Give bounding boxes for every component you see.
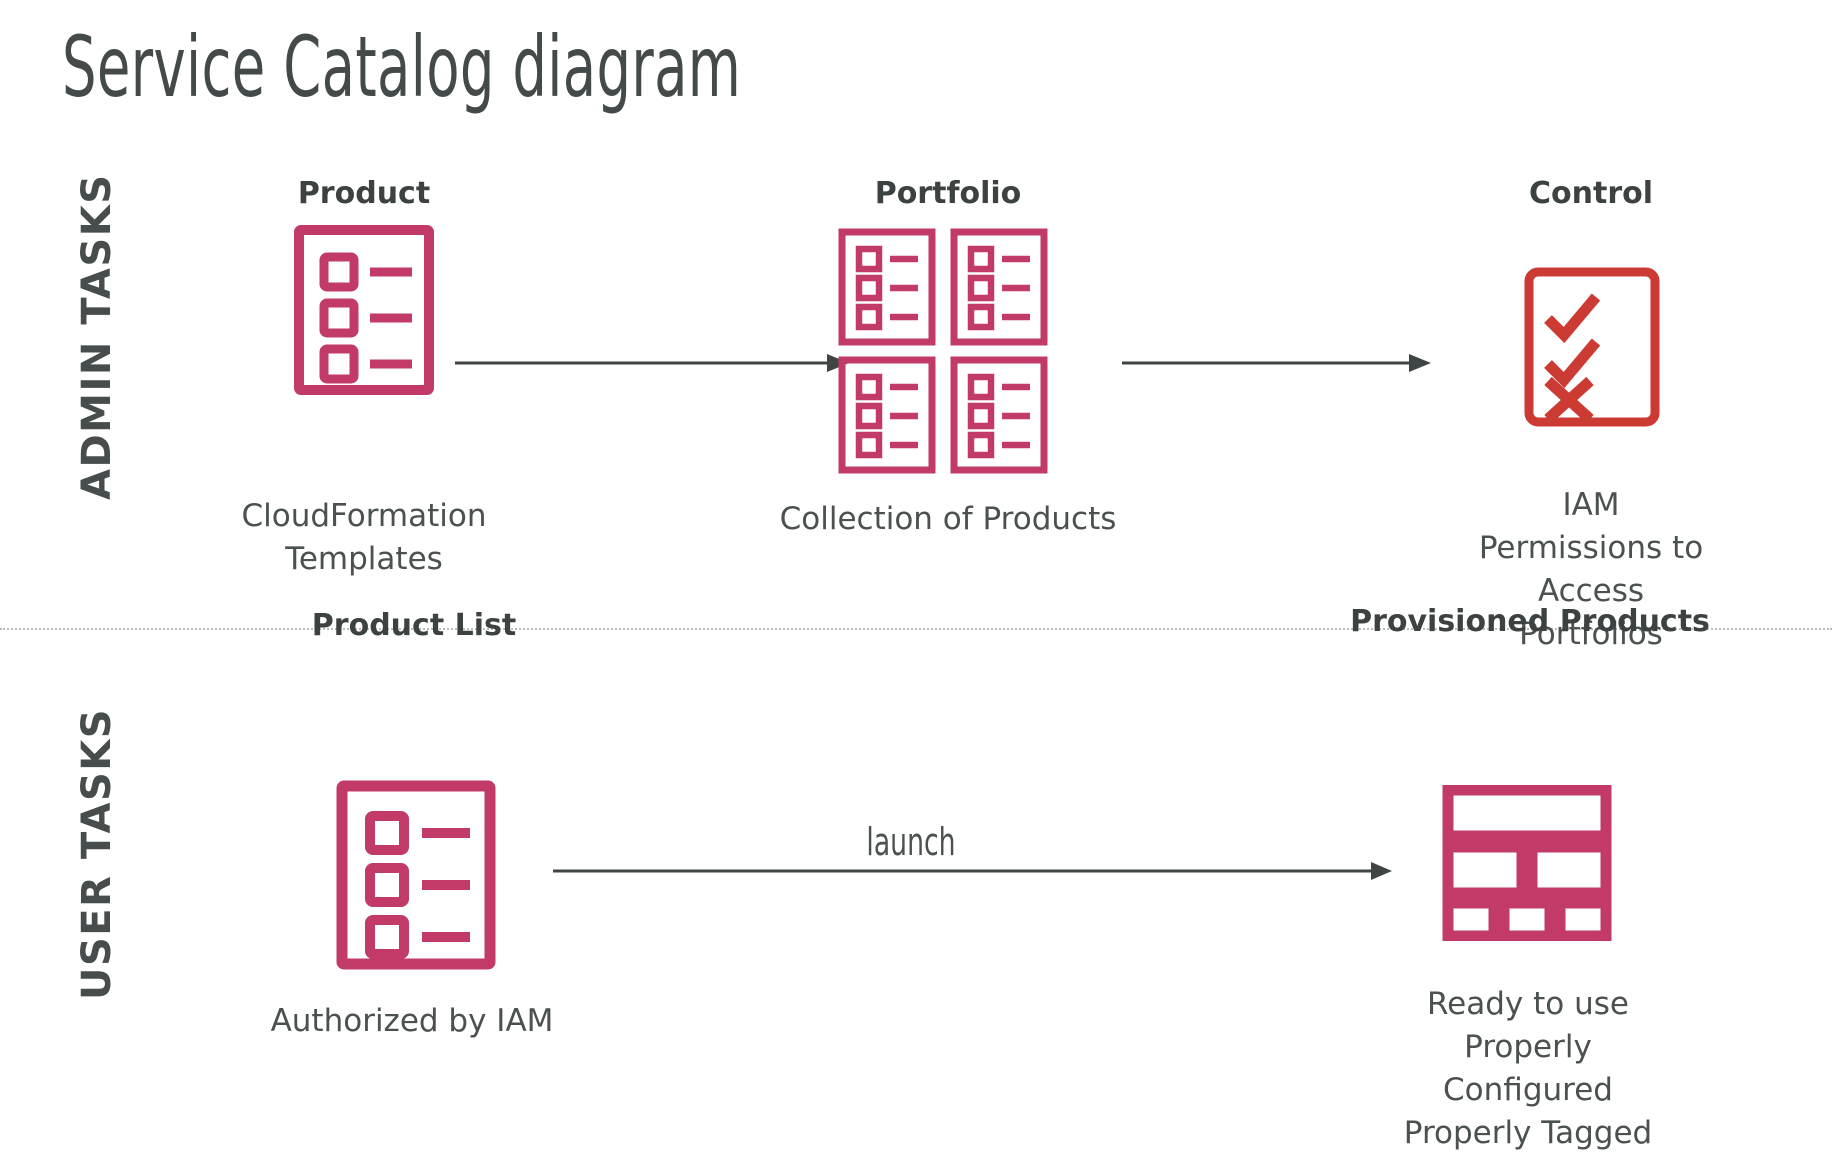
node-title-control: Control [1528,176,1654,211]
page-title: Service Catalog diagram [62,18,742,116]
band-label-admin-tasks: ADMIN TASKS [74,173,120,501]
node-title-product: Product [297,176,431,211]
node-caption-portfolio: Collection of Products [779,501,1117,537]
node-caption-provisioned-products: Ready to use Properly Configured Properl… [1403,986,1653,1151]
document-checklist-icon [336,780,496,970]
four-documents-grid-icon [838,228,1060,478]
arrow-portfolio-to-control [1122,352,1432,374]
section-divider [0,628,1832,630]
node-title-product-list: Product List [311,608,517,643]
band-label-user-tasks: USER TASKS [74,707,120,1000]
node-caption-control: IAM Permissions to Access Portfolios [1478,487,1704,652]
node-title-provisioned-products: Provisioned Products [1350,604,1710,639]
node-title-portfolio: Portfolio [874,176,1022,211]
node-caption-product: CloudFormation Templates [241,498,487,577]
node-caption-product-list: Authorized by IAM [270,1003,554,1039]
arrow-launch [553,860,1393,882]
document-checklist-icon [294,225,434,395]
checklist-approval-icon [1524,267,1660,427]
edge-label-launch: launch [866,820,956,864]
arrow-product-to-portfolio [455,352,850,374]
stacked-blocks-icon [1442,785,1612,941]
